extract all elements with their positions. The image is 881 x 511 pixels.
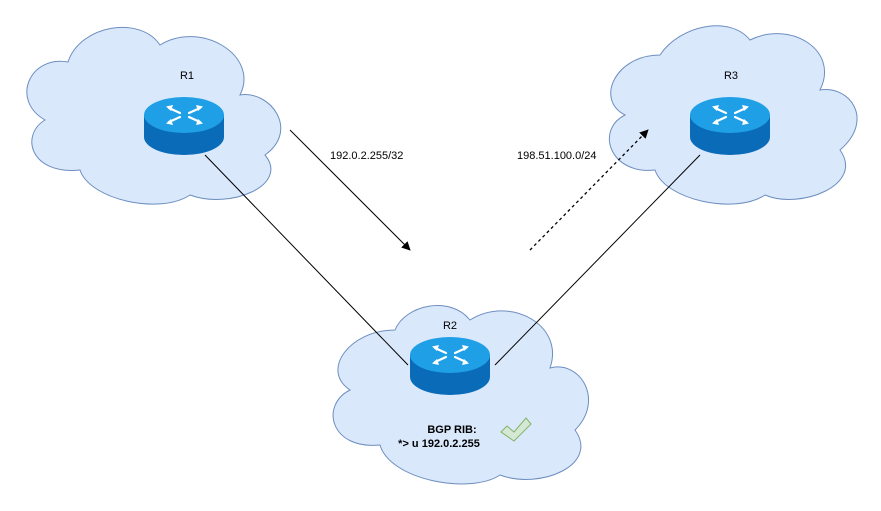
router-label-r2: R2	[443, 320, 457, 332]
checkmark-icon	[500, 417, 532, 442]
prefix-sent-label: 198.51.100.0/24	[517, 150, 597, 162]
router-label-r3: R3	[724, 70, 738, 82]
advertisement-received-arrow	[289, 129, 411, 251]
link-r1-r2	[204, 154, 409, 366]
router-icon[interactable]	[142, 95, 226, 157]
bgp-rib-heading: BGP RIB:	[427, 424, 476, 436]
router-label-r1: R1	[180, 70, 194, 82]
router-icon[interactable]	[408, 335, 492, 397]
advertisement-sent-arrow	[529, 129, 649, 251]
bgp-rib-entry: *> u 192.0.2.255	[398, 438, 480, 450]
router-icon[interactable]	[688, 95, 772, 157]
link-r2-r3	[494, 154, 701, 366]
cloud-r2	[332, 305, 589, 485]
prefix-received-label: 192.0.2.255/32	[330, 150, 403, 162]
